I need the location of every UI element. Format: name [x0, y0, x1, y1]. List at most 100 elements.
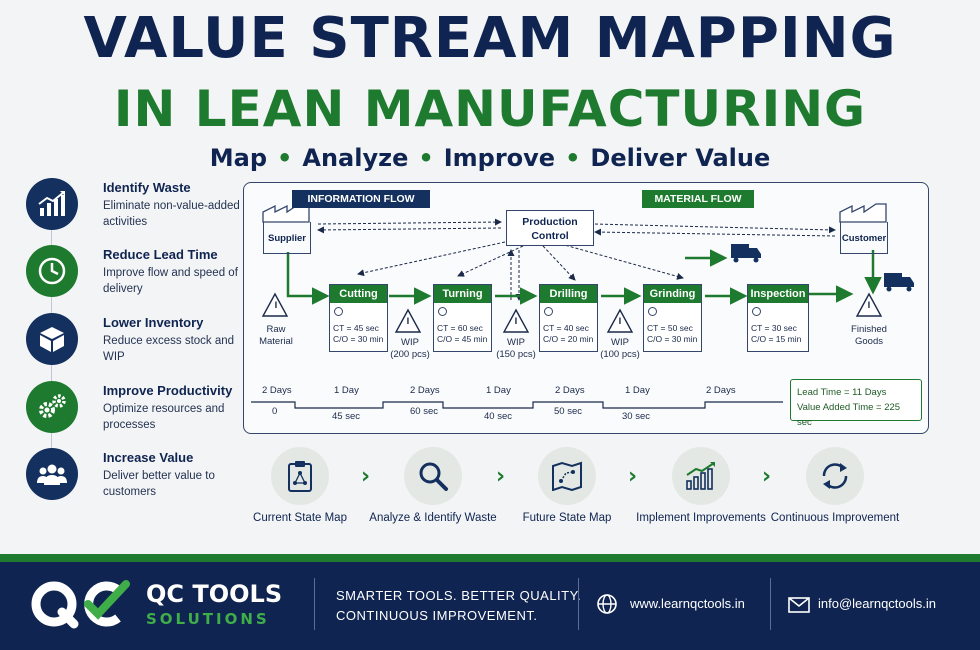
- info-arrow-cutting: [357, 241, 506, 277]
- tagline: Map•Analyze•Improve•Deliver Value: [209, 144, 771, 172]
- clipboard-icon: [271, 447, 329, 505]
- clock-icon: [26, 245, 78, 297]
- operator-icon: [752, 307, 761, 316]
- process-name: Grinding: [644, 285, 701, 303]
- step-continuous-improvement: Continuous Improvement: [770, 447, 900, 547]
- info-arrow-supplier: [317, 218, 502, 226]
- step-implement: Implement Improvements: [636, 447, 766, 547]
- production-control-box: Production Control: [506, 210, 594, 246]
- footer-divider: [578, 578, 579, 630]
- tagline-map: Map: [209, 144, 268, 172]
- value-added-time: Value Added Time = 225 sec: [797, 402, 901, 428]
- info-arrow-to-supplier: [317, 226, 502, 234]
- benefit-identify-waste: Identify Waste Eliminate non-value-added…: [26, 178, 246, 238]
- footer-divider: [314, 578, 315, 630]
- timeline-sec: 45 sec: [332, 411, 360, 422]
- benefit-reduce-lead-time: Reduce Lead Time Improve flow and speed …: [26, 245, 246, 305]
- benefit-desc: Deliver better value to customers: [103, 470, 215, 498]
- supplier-box: Supplier: [263, 222, 311, 254]
- lead-time-summary: Lead Time = 11 Days Value Added Time = 2…: [790, 379, 922, 428]
- wip-title: WIP: [401, 337, 419, 348]
- information-flow-tag: INFORMATION FLOW: [292, 190, 430, 208]
- changeover-time: C/O = 30 min: [647, 334, 698, 344]
- supplier-factory-icon: [262, 203, 310, 223]
- operator-icon: [544, 307, 553, 316]
- step-label: Continuous Improvement: [770, 512, 900, 524]
- supplier-label: Supplier: [267, 233, 306, 244]
- process-name: Drilling: [540, 285, 597, 303]
- chevron-right-icon: ›: [496, 464, 506, 489]
- timeline-sec: 30 sec: [622, 411, 650, 422]
- operator-icon: [334, 307, 343, 316]
- benefit-desc: Improve flow and speed of delivery: [103, 267, 238, 295]
- timeline-sec: 60 sec: [410, 406, 438, 417]
- website-link[interactable]: www.learnqctools.in: [630, 596, 745, 611]
- tagline-line1: SMARTER TOOLS. BETTER QUALITY.: [336, 588, 582, 603]
- benefit-lower-inventory: Lower Inventory Reduce excess stock and …: [26, 313, 246, 373]
- inventory-letter: I: [514, 316, 518, 327]
- wip-qty: (100 pcs): [600, 349, 640, 360]
- changeover-time: C/O = 15 min: [751, 334, 802, 344]
- info-arrow-from-customer: [594, 228, 836, 237]
- wip-qty: (150 pcs): [496, 349, 536, 360]
- step-label: Analyze & Identify Waste: [369, 512, 497, 524]
- cycle-time: CT = 60 sec: [437, 323, 483, 333]
- process-name: Turning: [434, 285, 491, 303]
- inventory-letter: I: [406, 316, 410, 327]
- timeline-day: 2 Days: [555, 385, 585, 396]
- timeline-day: 1 Day: [334, 385, 359, 396]
- benefit-title: Identify Waste: [103, 180, 191, 195]
- cycle-time: CT = 40 sec: [543, 323, 589, 333]
- step-analyze: Analyze & Identify Waste: [368, 447, 498, 547]
- wip-label: WIP(150 pcs): [494, 337, 538, 361]
- production-control-label: Production Control: [522, 216, 578, 242]
- qc-logo: [30, 576, 130, 637]
- benefit-desc: Optimize resources and processes: [103, 403, 225, 431]
- truck-icon: [884, 273, 914, 292]
- benefit-title: Lower Inventory: [103, 315, 204, 330]
- timeline-day: 2 Days: [410, 385, 440, 396]
- cycle-time: CT = 50 sec: [647, 323, 693, 333]
- tagline-improve: Improve: [443, 144, 556, 172]
- brand-name: QC TOOLS: [146, 580, 283, 608]
- inventory-triangle-icon: [394, 308, 422, 333]
- box-icon: [26, 313, 78, 365]
- info-arrow-turning: [457, 245, 524, 277]
- step-label: Current State Map: [253, 512, 347, 524]
- info-arrow-grinding: [560, 243, 684, 280]
- flow-arrows: [251, 203, 914, 409]
- tagline-line2: CONTINUOUS IMPROVEMENT.: [336, 608, 538, 623]
- benefit-increase-value: Increase Value Deliver better value to c…: [26, 448, 246, 508]
- inventory-triangle-icon: [855, 292, 883, 317]
- wip-label: WIP(100 pcs): [598, 337, 642, 361]
- process-name: Inspection: [748, 285, 808, 303]
- inventory-letter: I: [618, 316, 622, 327]
- material-flow-tag: MATERIAL FLOW: [642, 190, 754, 208]
- inventory-letter: I: [867, 300, 871, 311]
- inventory-triangle-icon: [606, 308, 634, 333]
- timeline-day: 1 Day: [625, 385, 650, 396]
- benefit-title: Improve Productivity: [103, 383, 233, 398]
- lead-time: Lead Time = 11 Days: [797, 387, 887, 398]
- info-arrow-to-customer: [594, 223, 836, 234]
- benefit-title: Reduce Lead Time: [103, 247, 218, 262]
- wip-label: WIP(200 pcs): [388, 337, 432, 361]
- timeline-day: 2 Days: [706, 385, 736, 396]
- inventory-letter: I: [274, 300, 278, 311]
- cycle-icon: [806, 447, 864, 505]
- changeover-time: C/O = 30 min: [333, 334, 384, 344]
- changeover-time: C/O = 45 min: [437, 334, 488, 344]
- customer-factory-icon: [839, 203, 887, 223]
- magnifier-icon: [404, 447, 462, 505]
- chevron-right-icon: ›: [628, 464, 638, 489]
- globe-icon: [596, 593, 618, 620]
- map-icon: [538, 447, 596, 505]
- email-link[interactable]: info@learnqctools.in: [818, 596, 936, 611]
- step-future-state-map: Future State Map: [502, 447, 632, 547]
